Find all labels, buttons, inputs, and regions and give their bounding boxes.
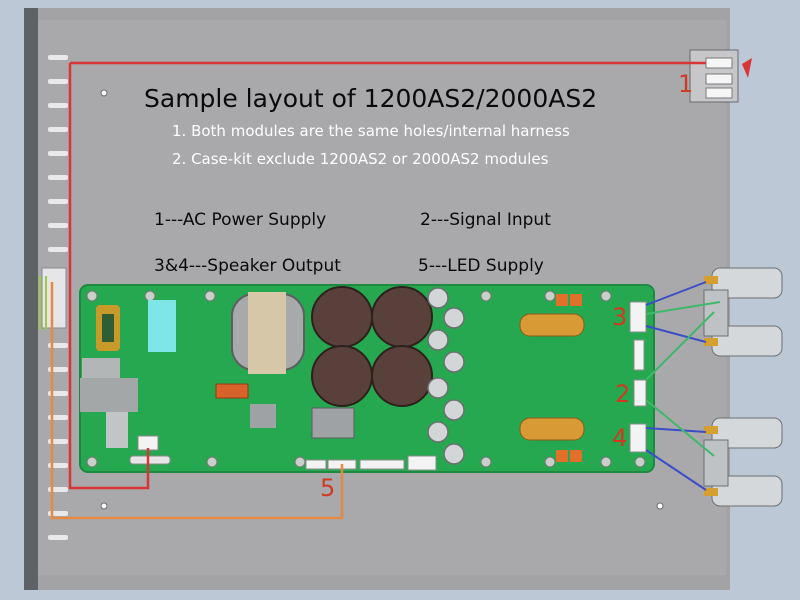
callout-5: 5	[320, 474, 336, 502]
fuse	[129, 455, 171, 465]
output-toroids	[519, 294, 585, 462]
heatsink-block	[106, 412, 128, 448]
header-connector	[305, 459, 327, 470]
pcb-hole	[86, 290, 98, 302]
orange-small-part	[556, 294, 568, 306]
pcb-holes	[86, 290, 646, 468]
header-connector	[407, 455, 437, 471]
signal-wires	[645, 301, 721, 457]
ac-power-inlet	[689, 49, 752, 103]
mounting-hole	[656, 502, 664, 510]
capacitor	[371, 286, 433, 348]
speaker-connector-3	[629, 301, 647, 333]
signal-connector-2	[633, 379, 647, 407]
pcb-hole	[634, 456, 646, 468]
note-1: 1. Both modules are the same holes/inter…	[172, 122, 570, 140]
vent-slot	[48, 175, 68, 180]
callout-2: 2	[615, 380, 631, 408]
small-capacitor	[443, 443, 465, 465]
legend-led-supply: 5---LED Supply	[418, 256, 544, 276]
power-connector	[137, 435, 159, 451]
terminal-block	[703, 289, 729, 337]
capacitor	[311, 345, 373, 407]
orange-small-part	[570, 294, 582, 306]
pcb-hole	[544, 290, 556, 302]
small-capacitors	[427, 287, 465, 465]
pcb-hole	[204, 290, 216, 302]
pcb-connectors	[137, 301, 647, 471]
speaker-terminals	[703, 267, 783, 507]
toroid-top	[519, 313, 585, 337]
front-panel	[24, 8, 38, 590]
capacitor	[371, 345, 433, 407]
orange-component	[215, 383, 249, 399]
capacitor	[311, 286, 373, 348]
pcb-hole	[544, 456, 556, 468]
terminal-lug	[704, 276, 718, 284]
terminal-lug	[704, 488, 718, 496]
ic-chip	[250, 404, 276, 428]
vent-slot	[48, 247, 68, 252]
orange-small-part	[570, 450, 582, 462]
heatsink-block	[80, 378, 138, 412]
inlet-pin	[705, 57, 733, 69]
speaker-wires	[645, 281, 707, 491]
terminal-lug	[704, 426, 718, 434]
note-2: 2. Case-kit exclude 1200AS2 or 2000AS2 m…	[172, 150, 549, 168]
power-wire	[68, 61, 706, 490]
vent-slot	[48, 535, 68, 540]
main-capacitors	[311, 286, 433, 407]
side-header	[633, 339, 645, 371]
legend-speaker-output: 3&4---Speaker Output	[154, 256, 341, 276]
terminal-block	[703, 439, 729, 487]
chassis-holes	[100, 89, 664, 510]
callout-1: 1	[678, 70, 694, 98]
vent-slot	[48, 223, 68, 228]
legend-signal-input: 2---Signal Input	[420, 210, 551, 230]
vent-slot	[48, 151, 68, 156]
callout-3: 3	[612, 303, 628, 331]
ic-chip	[311, 407, 355, 439]
small-capacitor	[427, 421, 449, 443]
small-capacitor	[443, 399, 465, 421]
led-wire	[50, 282, 344, 520]
mounting-hole	[100, 502, 108, 510]
orange-small-part	[556, 450, 568, 462]
inlet-marker	[742, 58, 752, 78]
pcb-hole	[600, 290, 612, 302]
vent-slot	[48, 55, 68, 60]
filter-component	[148, 300, 176, 352]
small-capacitor	[443, 307, 465, 329]
speaker-connector-4	[629, 423, 647, 453]
pcb-hole	[600, 456, 612, 468]
mounting-hole	[100, 89, 108, 97]
transformer-bobbin	[248, 292, 286, 374]
vent-slot	[48, 103, 68, 108]
diagram-title: Sample layout of 1200AS2/2000AS2	[144, 84, 598, 113]
pcb-hole	[480, 456, 492, 468]
pcb-hole	[86, 456, 98, 468]
vent-slot	[48, 127, 68, 132]
pcb-hole	[294, 456, 306, 468]
legend-ac-power: 1---AC Power Supply	[154, 210, 327, 230]
pcb-hole	[206, 456, 218, 468]
terminal-lug	[704, 338, 718, 346]
small-capacitor	[427, 377, 449, 399]
vent-slot	[48, 79, 68, 84]
small-capacitor	[427, 287, 449, 309]
pcb-hole	[480, 290, 492, 302]
vent-slot	[48, 199, 68, 204]
callout-4: 4	[612, 424, 628, 452]
inductor-core	[102, 314, 114, 342]
inlet-pin	[705, 87, 733, 99]
inlet-pin	[705, 73, 733, 85]
header-connector	[359, 459, 405, 470]
small-capacitor	[443, 351, 465, 373]
toroid-bottom	[519, 417, 585, 441]
pcb-hole	[144, 290, 156, 302]
heatsink-block	[82, 358, 120, 378]
inlet-wire	[39, 276, 47, 330]
small-capacitor	[427, 329, 449, 351]
